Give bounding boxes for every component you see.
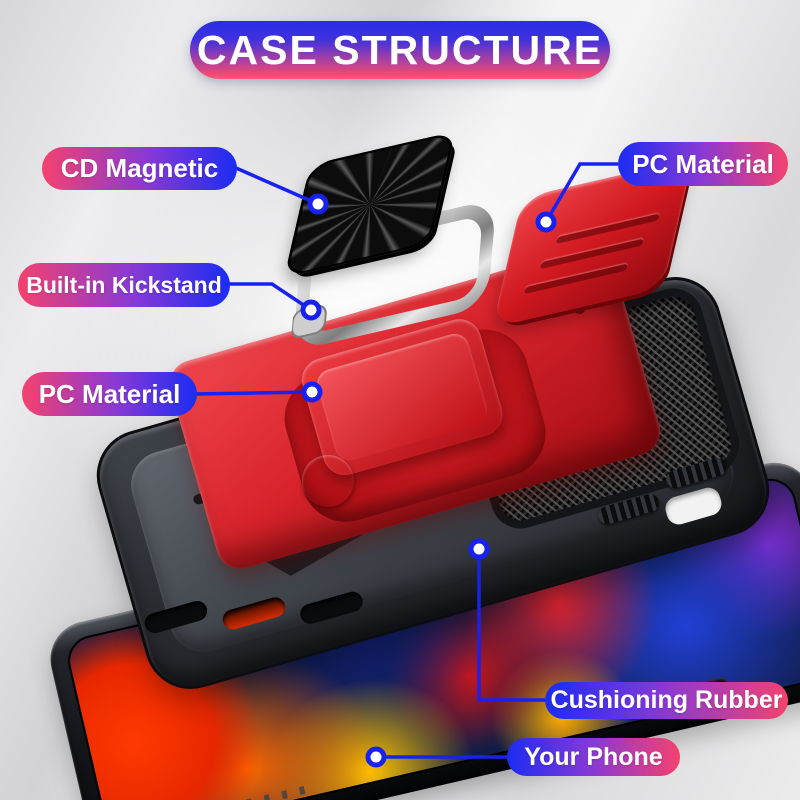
grip-ridge xyxy=(523,263,628,295)
label-pc-material-left: PC Material xyxy=(22,372,197,416)
label-cd-magnetic: CD Magnetic xyxy=(42,147,237,190)
label-cushioning-rubber: Cushioning Rubber xyxy=(545,682,788,719)
grip-ridge xyxy=(555,213,660,245)
label-built-in-kickstand: Built-in Kickstand xyxy=(18,263,230,307)
label-your-phone: Your Phone xyxy=(507,738,680,776)
page-title: CASE STRUCTURE xyxy=(190,21,610,79)
grip-ridge xyxy=(539,238,644,270)
label-pc-material-top: PC Material xyxy=(618,142,788,186)
